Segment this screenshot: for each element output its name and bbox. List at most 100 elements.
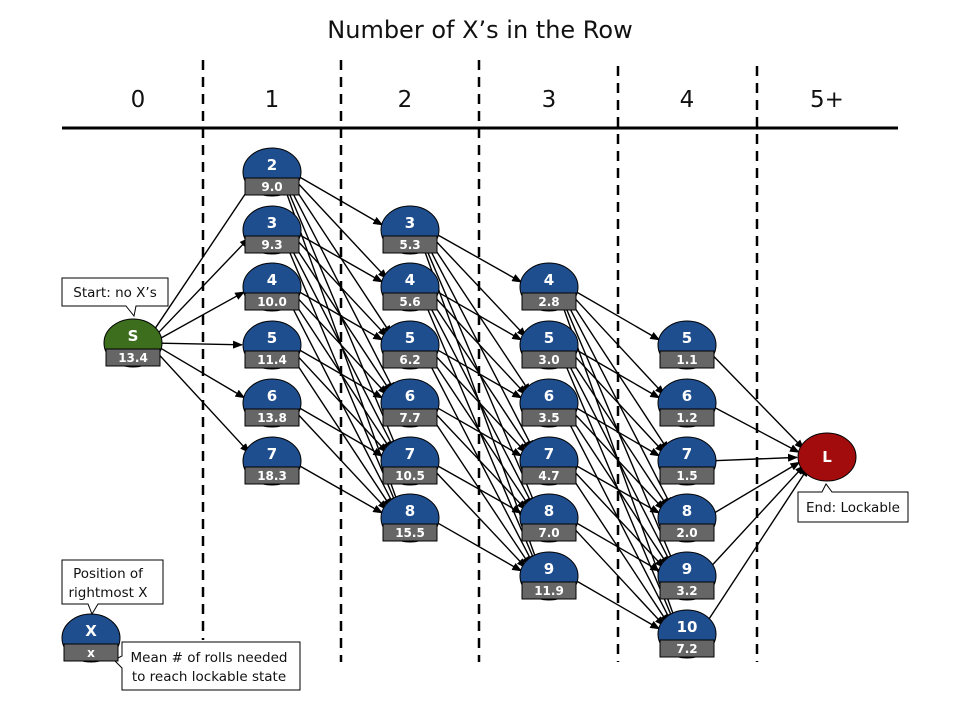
transition-arrow bbox=[430, 292, 527, 396]
transition-arrow bbox=[569, 292, 665, 396]
state-node-4-7: 71.5 bbox=[657, 436, 717, 486]
legend-top-callout-line2: rightmost X bbox=[69, 585, 148, 601]
legend-side-callout-line2: to reach lockable state bbox=[132, 669, 286, 685]
state-node-1-4-label: 4 bbox=[267, 271, 277, 289]
transition-arrow bbox=[435, 521, 523, 572]
state-node-3-9-value-box bbox=[521, 581, 577, 600]
state-node-4-8: 82.0 bbox=[657, 493, 717, 543]
state-node-2-3-value-box bbox=[382, 235, 438, 254]
state-node-1-3-label: 3 bbox=[267, 214, 277, 232]
transition-arrow bbox=[435, 406, 523, 457]
transition-arrow bbox=[707, 464, 805, 571]
state-node-2-3-value: 5.3 bbox=[399, 238, 420, 252]
legend: Position of rightmost X Mean # of rolls … bbox=[61, 559, 301, 691]
state-node-3-6: 63.5 bbox=[519, 378, 579, 428]
state-node-3-6-label: 6 bbox=[544, 387, 554, 405]
state-node-1-7: 718.3 bbox=[242, 436, 302, 486]
state-node-3-5-value: 3.0 bbox=[538, 353, 559, 367]
state-node-4-6-label: 6 bbox=[682, 387, 692, 405]
transition-arrow bbox=[430, 350, 527, 454]
state-node-1-6-label: 6 bbox=[267, 387, 277, 405]
state-node-1-4: 410.0 bbox=[242, 262, 302, 312]
state-node-2-8-label: 8 bbox=[405, 502, 415, 520]
transition-arrow bbox=[708, 350, 805, 450]
transition-arrow bbox=[292, 408, 388, 511]
start-callout-text: Start: no X’s bbox=[73, 285, 157, 301]
state-node-4-5-value-box bbox=[659, 350, 715, 369]
diagram-title: Number of X’s in the Row bbox=[327, 16, 632, 44]
start-callout: Start: no X’s bbox=[61, 277, 169, 318]
transition-arrow bbox=[574, 290, 661, 341]
state-node-4-9-value: 3.2 bbox=[676, 584, 697, 598]
state-node-4-9-label: 9 bbox=[682, 560, 692, 578]
transition-arrow bbox=[430, 408, 527, 511]
transition-arrow bbox=[297, 464, 384, 514]
legend-node-value: x bbox=[87, 646, 95, 660]
state-node-2-5: 56.2 bbox=[380, 320, 440, 370]
transition-arrow bbox=[711, 461, 801, 515]
state-node-3-8-value: 7.0 bbox=[538, 526, 559, 540]
transition-arrow bbox=[574, 521, 661, 572]
transition-arrow bbox=[297, 290, 384, 341]
transition-arrow bbox=[153, 348, 250, 454]
state-node-4-10-label: 10 bbox=[677, 618, 698, 636]
state-node-1-2-value-box bbox=[244, 177, 300, 196]
state-node-4-6: 61.2 bbox=[657, 378, 717, 428]
state-node-2-8-value-box bbox=[382, 523, 438, 542]
state-node-1-7-value-box bbox=[244, 466, 300, 485]
state-node-4-7-label: 7 bbox=[682, 445, 692, 463]
state-node-2-8-value: 15.5 bbox=[395, 526, 425, 540]
state-node-1-4-value: 10.0 bbox=[257, 295, 287, 309]
state-node-4-8-value: 2.0 bbox=[676, 526, 697, 540]
state-node-2-6-value-box bbox=[382, 408, 438, 427]
legend-node: Xx bbox=[61, 613, 121, 663]
state-node-1-3: 39.3 bbox=[242, 205, 302, 255]
state-node-4-8-value-box bbox=[659, 523, 715, 542]
state-node-2-5-value: 6.2 bbox=[399, 353, 420, 367]
state-node-2-7: 710.5 bbox=[380, 436, 440, 486]
transition-arrow bbox=[288, 294, 392, 452]
transition-arrow bbox=[430, 466, 527, 569]
state-node-3-8-value-box bbox=[521, 523, 577, 542]
state-node-1-5-value: 11.4 bbox=[257, 353, 287, 367]
state-node-3-9-label: 9 bbox=[544, 560, 554, 578]
transition-arrow bbox=[714, 453, 799, 462]
state-node-1-2: 29.0 bbox=[242, 147, 302, 197]
state-node-4-9-value-box bbox=[659, 581, 715, 600]
state-node-3-8-label: 8 bbox=[544, 502, 554, 520]
state-node-3-4-label: 4 bbox=[544, 271, 554, 289]
column-dividers bbox=[201, 60, 759, 662]
legend-side-callout-box bbox=[113, 641, 301, 691]
state-node-2-5-value-box bbox=[382, 350, 438, 369]
state-node-2-6-value: 7.7 bbox=[399, 411, 420, 425]
state-node-1-7-value: 18.3 bbox=[257, 469, 287, 483]
state-node-4-7-value-box bbox=[659, 466, 715, 485]
end-callout-text: End: Lockable bbox=[806, 500, 900, 516]
transition-arrow bbox=[297, 406, 384, 457]
state-node-3-5-value-box bbox=[521, 350, 577, 369]
state-node-4-8-label: 8 bbox=[682, 502, 692, 520]
transition-arrow bbox=[423, 294, 535, 508]
transition-arrow bbox=[297, 175, 384, 226]
transition-arrow bbox=[712, 405, 800, 453]
state-node-1-6-value: 13.8 bbox=[257, 411, 287, 425]
end-node-circle bbox=[797, 432, 857, 482]
state-node-1-2-label: 2 bbox=[267, 156, 277, 174]
transition-arrow bbox=[297, 348, 384, 399]
state-node-4-6-value-box bbox=[659, 408, 715, 427]
transition-arrow bbox=[565, 294, 669, 452]
column-headers: 0 1 2 3 4 5+ bbox=[131, 87, 844, 113]
transition-arrow bbox=[435, 464, 523, 514]
state-node-1-3-value: 9.3 bbox=[261, 238, 282, 252]
legend-top-callout-box bbox=[61, 559, 164, 616]
transition-arrow bbox=[292, 235, 388, 338]
state-node-1-5-value-box bbox=[244, 350, 300, 369]
transition-arrow bbox=[297, 233, 384, 283]
transition-arrow bbox=[574, 464, 661, 514]
transition-arrow bbox=[435, 290, 523, 341]
transition-arrow bbox=[157, 346, 246, 399]
state-node-2-7-label: 7 bbox=[405, 445, 415, 463]
transition-arrow bbox=[569, 408, 665, 511]
column-header-5plus: 5+ bbox=[810, 87, 844, 113]
